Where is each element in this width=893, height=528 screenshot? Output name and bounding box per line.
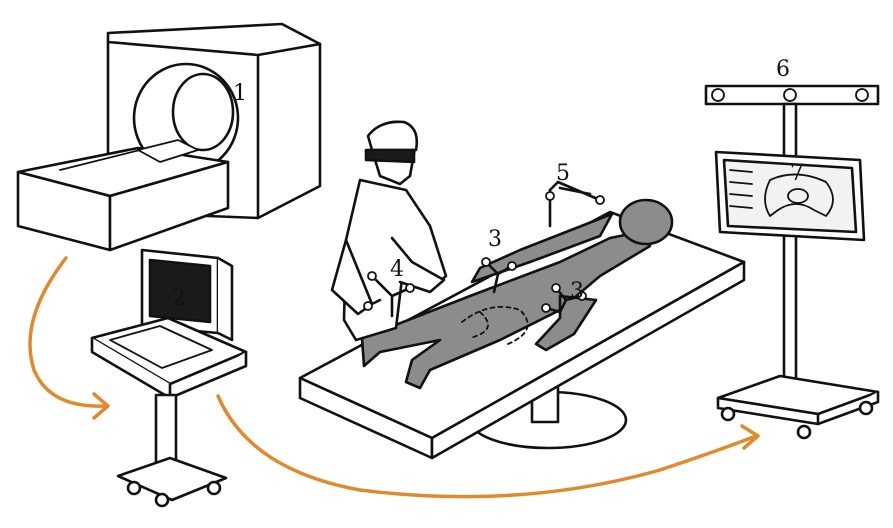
surgeon (330, 120, 448, 342)
navigation-display (714, 150, 866, 242)
tracking-camera (704, 84, 880, 106)
ct-scanner (16, 22, 322, 252)
label-tracking-camera: 6 (776, 57, 790, 82)
workstation (90, 248, 248, 508)
workflow-arrows (28, 256, 760, 499)
arrowhead-right (740, 424, 760, 450)
patient (360, 198, 674, 390)
arrow-workstation-to-display (216, 394, 758, 499)
label-navigation-display: 7 (790, 161, 804, 186)
arrow-ct-to-workstation (28, 256, 106, 408)
label-reference-arm: 5 (556, 161, 570, 186)
label-patient-marker-a: 3 (488, 227, 502, 252)
label-ct-scanner: 1 (233, 81, 247, 106)
patient-marker-lower (541, 283, 587, 314)
arrowhead-left (92, 392, 110, 420)
reference-arm (545, 180, 605, 228)
patient-marker-upper (481, 257, 517, 294)
label-instrument-tracker: 4 (390, 257, 404, 282)
label-patient-marker-b: 3 (570, 279, 584, 304)
label-workstation: 2 (172, 286, 186, 311)
instrument-tracker (363, 271, 415, 318)
